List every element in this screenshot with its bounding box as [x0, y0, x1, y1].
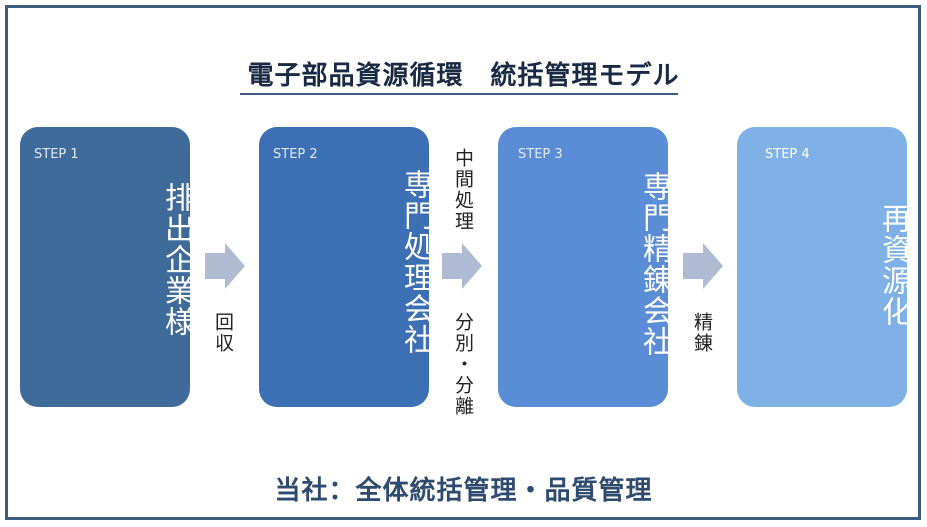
step-2-name: 専門処理会社 — [398, 169, 433, 355]
step-3-label: STEP 3 — [518, 147, 563, 162]
arrow-right-icon — [683, 243, 723, 289]
diagram-title: 電子部品資源循環 統括管理モデル — [247, 61, 680, 91]
step-2-box: STEP 2 専門処理会社 — [259, 127, 433, 407]
step-4-name: 再資源化 — [876, 203, 911, 327]
label-separate: 分別・分離 — [452, 312, 474, 417]
step-1-name: 排出企業様 — [159, 182, 194, 337]
step-1-box: STEP 1 排出企業様 — [20, 127, 194, 407]
step-4-label: STEP 4 — [765, 147, 810, 162]
step-1-label: STEP 1 — [34, 147, 79, 162]
step-2-label: STEP 2 — [273, 147, 318, 162]
step-4-box: STEP 4 再資源化 — [737, 127, 911, 407]
title-underline — [240, 93, 678, 95]
label-intermediate: 中間処理 — [452, 148, 474, 232]
label-refine: 精錬 — [691, 312, 713, 354]
step-3-box: STEP 3 専門精錬会社 — [498, 127, 672, 407]
step-3-name: 専門精錬会社 — [637, 171, 672, 357]
diagram-frame — [5, 5, 921, 520]
label-collect: 回収 — [212, 312, 234, 354]
footer-text: 当社：全体統括管理・品質管理 — [274, 476, 653, 506]
arrow-right-icon — [442, 243, 482, 289]
arrow-right-icon — [205, 243, 245, 289]
